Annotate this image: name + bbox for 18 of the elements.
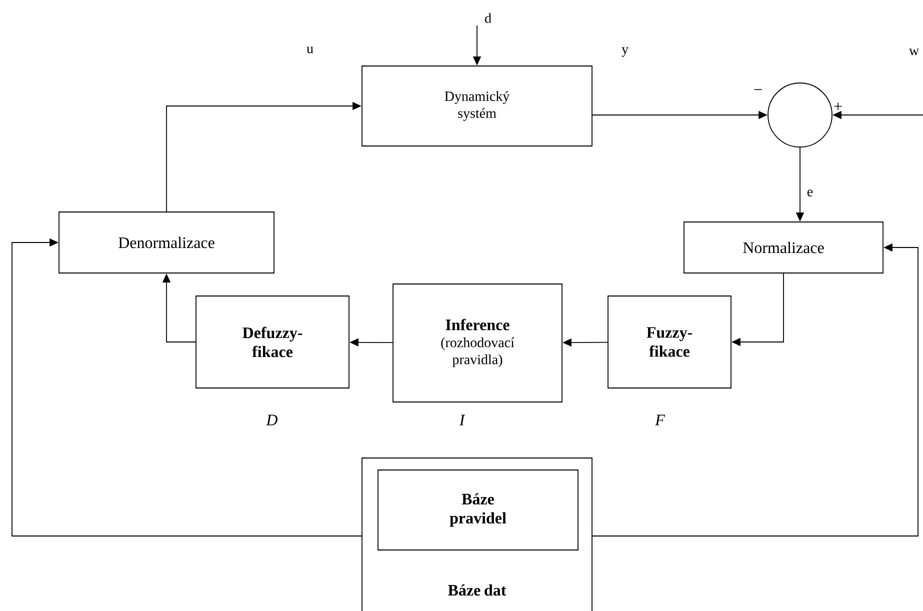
process-box: Defuzzy- fikace — [196, 296, 350, 388]
sign-label: − — [754, 89, 762, 90]
edge-label: u — [306, 46, 314, 54]
edge-label: d — [484, 12, 492, 24]
summing-junction — [768, 82, 832, 148]
block-letter: D — [266, 414, 278, 426]
edge-label: w — [908, 48, 920, 56]
block-letter: I — [459, 414, 466, 426]
process-box: Denormalizace — [58, 212, 274, 274]
process-box: Normalizace — [684, 222, 884, 274]
block-letter: F — [655, 414, 666, 426]
edge-label: y — [620, 46, 630, 58]
process-box: Inference (rozhodovací pravidla) — [392, 284, 562, 402]
rule-base-box: Báze pravidel — [378, 470, 578, 550]
process-box: Fuzzy- fikace — [608, 296, 732, 388]
process-box: Dynamický systém — [362, 66, 592, 146]
arrow — [12, 238, 362, 536]
sign-label: + — [834, 102, 842, 110]
